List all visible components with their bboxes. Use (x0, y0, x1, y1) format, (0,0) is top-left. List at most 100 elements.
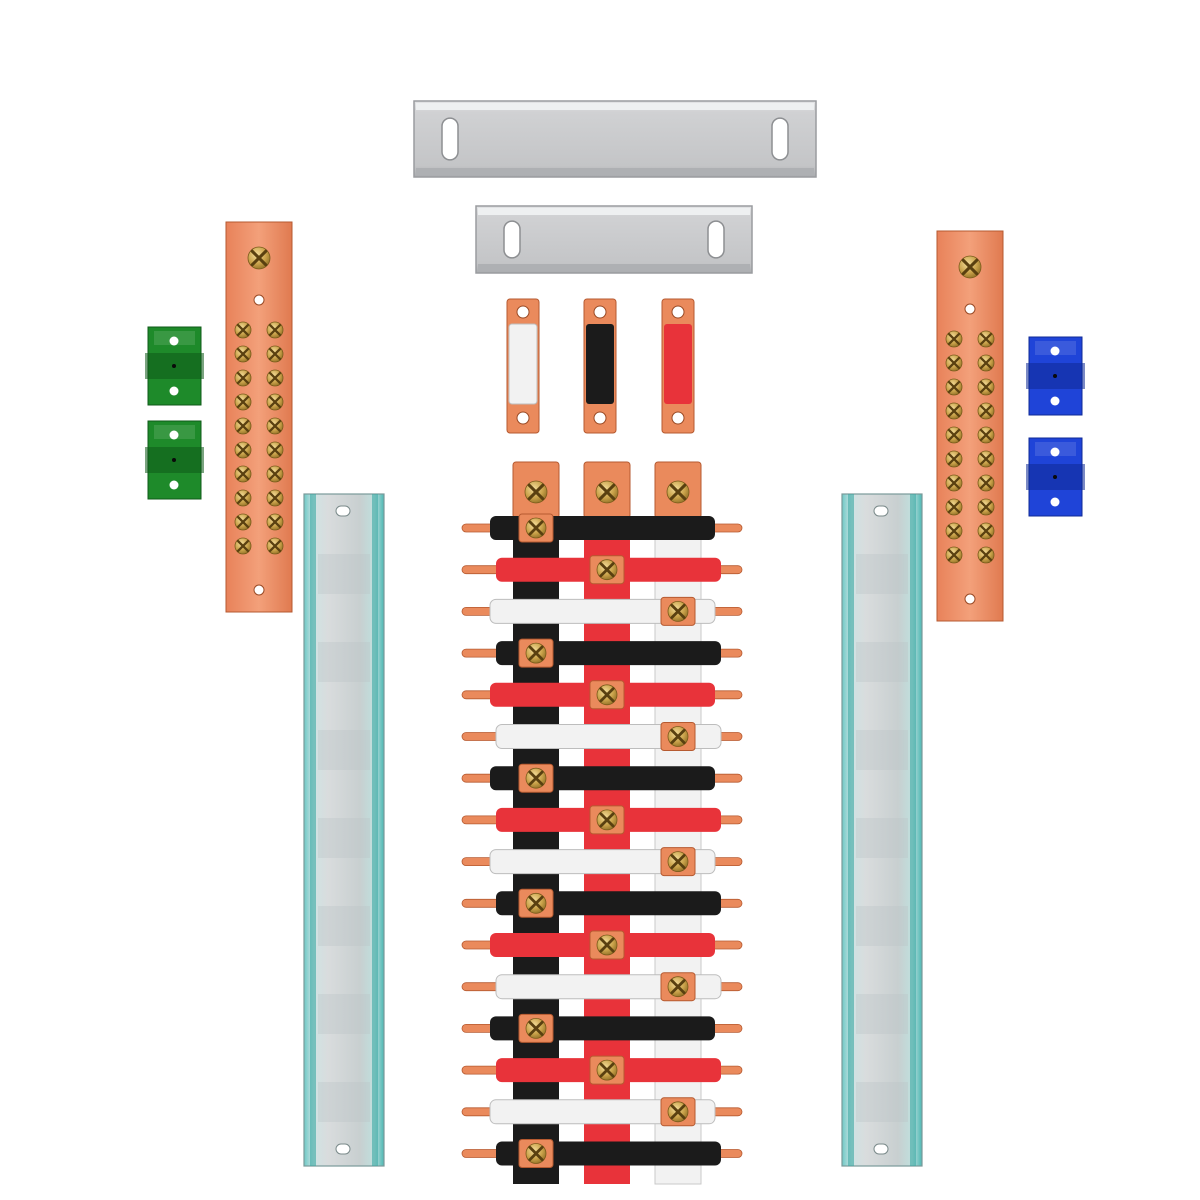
terminal-screw (596, 1059, 618, 1081)
branch-finger (461, 763, 743, 793)
mounting-slot (441, 117, 459, 161)
mounting-hole (964, 593, 976, 605)
terminal-screw (958, 255, 982, 279)
terminal-screw (266, 417, 284, 435)
mounting-hole (169, 386, 179, 396)
insulated-link-bar (661, 298, 695, 434)
terminal-screw (945, 426, 963, 444)
terminal-screw (234, 369, 252, 387)
branch-finger (461, 930, 743, 960)
terminal-screw (977, 330, 995, 348)
terminal-screw (977, 498, 995, 516)
terminal-screw (234, 345, 252, 363)
insulator-support (1026, 336, 1085, 416)
branch-finger (461, 1013, 743, 1043)
din-rails (303, 493, 923, 1167)
branch-finger (461, 1139, 743, 1168)
terminal-screw (945, 522, 963, 540)
branch-finger (461, 888, 743, 918)
mounting-hole (593, 305, 607, 319)
terminal-screw (266, 321, 284, 339)
terminal-screw (977, 402, 995, 420)
terminal-screw (977, 450, 995, 468)
copper-ground-bars (225, 221, 1004, 622)
aluminum-mounting-rails (413, 100, 817, 274)
insulator-supports (145, 326, 1085, 517)
aluminum-mounting-rail (413, 100, 817, 178)
branch-finger (461, 972, 743, 1002)
terminal-screw (945, 450, 963, 468)
terminal-screw (525, 892, 547, 914)
branch-finger (461, 555, 743, 585)
branch-finger (461, 805, 743, 835)
terminal-screw (595, 480, 619, 504)
terminal-screw (234, 321, 252, 339)
branch-finger (461, 847, 743, 877)
terminal-screw (266, 345, 284, 363)
copper-ground-neutral-bar (225, 221, 293, 613)
insulator-support (1026, 437, 1085, 517)
mounting-hole (671, 305, 685, 319)
terminal-screw (666, 480, 690, 504)
terminal-screw (525, 642, 547, 664)
terminal-screw (234, 393, 252, 411)
terminal-screw (525, 1018, 547, 1039)
terminal-screw (945, 378, 963, 396)
mounting-hole (169, 336, 179, 346)
terminal-screw (234, 417, 252, 435)
terminal-screw (667, 851, 689, 872)
galvanized-din-rail (841, 493, 923, 1167)
insulated-link-bar (583, 298, 617, 434)
terminal-screw (234, 441, 252, 459)
mounting-slot (873, 1143, 889, 1155)
terminal-screw (667, 726, 689, 747)
mounting-slot (335, 1143, 351, 1155)
terminal-screw (977, 522, 995, 540)
copper-ground-neutral-bar (936, 230, 1004, 622)
branch-finger (461, 1097, 743, 1127)
terminal-screw (525, 1143, 547, 1164)
mounting-slot (771, 117, 789, 161)
mounting-hole (1050, 396, 1060, 406)
mounting-slot (873, 505, 889, 517)
terminal-screw (977, 426, 995, 444)
terminal-screw (667, 976, 689, 998)
terminal-screw (596, 809, 618, 831)
terminal-screw (266, 489, 284, 507)
mounting-hole (253, 584, 265, 596)
terminal-screw (596, 684, 618, 706)
terminal-screw (945, 330, 963, 348)
galvanized-din-rail (303, 493, 385, 1167)
mounting-slot (503, 220, 521, 259)
terminal-screw (977, 354, 995, 372)
terminal-screw (247, 246, 271, 270)
terminal-screw (234, 465, 252, 483)
insulator-support (145, 326, 204, 406)
terminal-screw (596, 559, 618, 581)
mounting-hole (593, 411, 607, 425)
mounting-slot (335, 505, 351, 517)
branch-finger (461, 513, 743, 543)
branch-finger (461, 638, 743, 668)
mounting-hole (253, 294, 265, 306)
terminal-screw (667, 601, 689, 622)
mounting-hole (964, 303, 976, 315)
terminal-screw (266, 369, 284, 387)
terminal-screw (234, 489, 252, 507)
mounting-hole (516, 411, 530, 425)
aluminum-mounting-rail (475, 205, 753, 274)
mounting-hole (169, 480, 179, 490)
mounting-hole (1050, 447, 1060, 457)
branch-finger (461, 596, 743, 626)
mounting-hole (516, 305, 530, 319)
terminal-screw (945, 354, 963, 372)
mounting-hole (1050, 497, 1060, 507)
branch-finger (461, 680, 743, 710)
terminal-screw (945, 402, 963, 420)
terminal-screw (596, 934, 618, 956)
terminal-screw (945, 498, 963, 516)
branch-finger (461, 1055, 743, 1085)
comb-busbar-assembly (461, 461, 743, 1185)
